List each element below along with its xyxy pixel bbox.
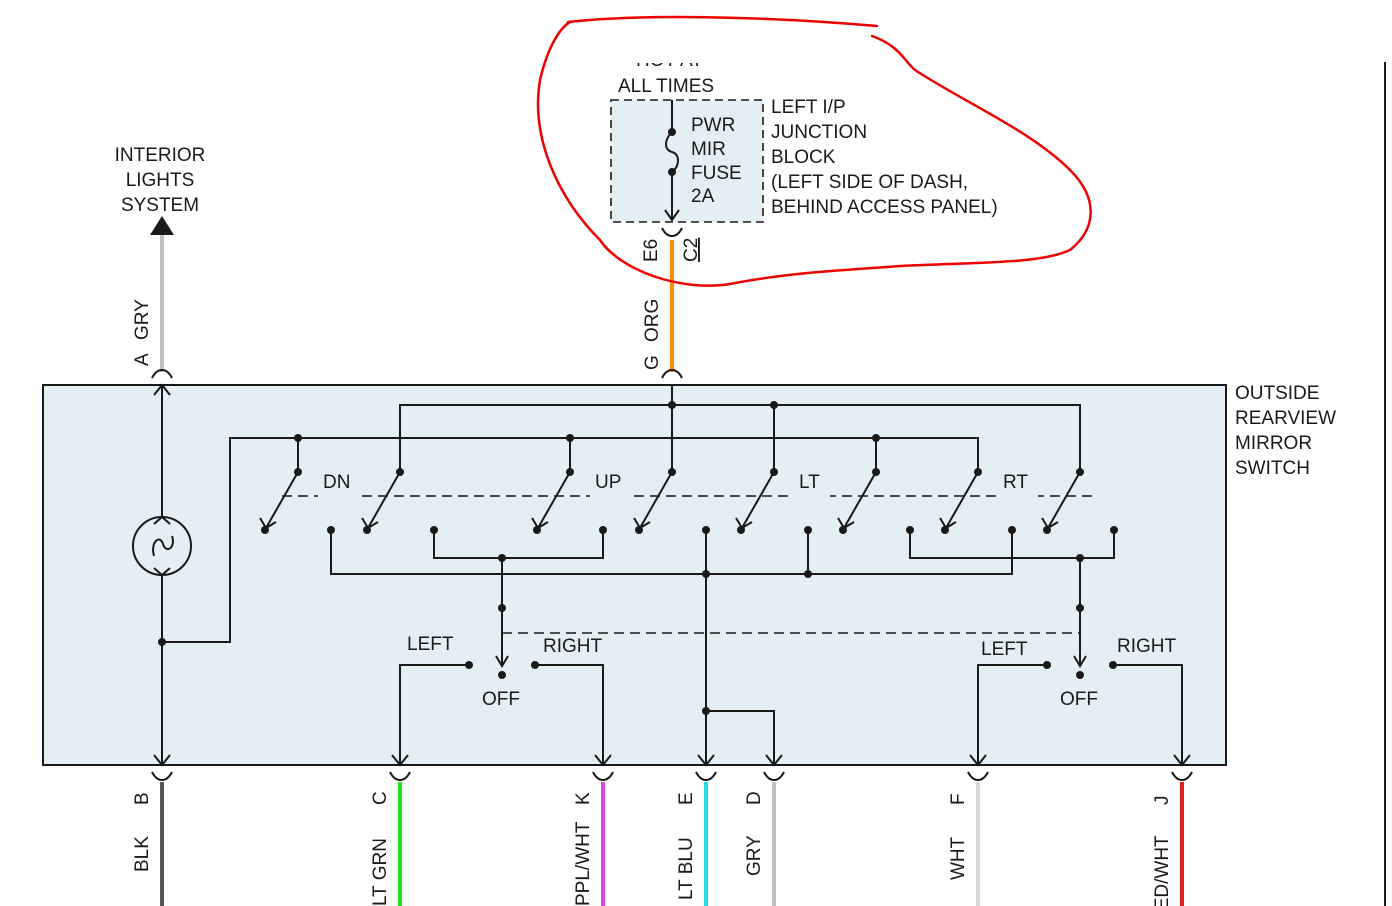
label-bg-up	[590, 470, 630, 500]
clip-mask	[600, 40, 760, 63]
left-selector-off	[498, 671, 506, 679]
connector-c2-icon	[661, 227, 683, 238]
block-label-line-4: (LEFT SIDE OF DASH,	[771, 172, 968, 193]
wire-f-color-label: WHT	[948, 836, 969, 880]
k-arrow-icon	[594, 754, 612, 767]
lamp-circle	[132, 516, 192, 576]
function-rt-label: RT	[1003, 472, 1028, 493]
connector-g-icon	[661, 368, 683, 379]
fuse-icon	[665, 131, 679, 173]
all-times-label: ALL TIMES	[618, 76, 714, 97]
bottom-connector-marks	[151, 771, 1193, 782]
ground-node-up	[566, 434, 574, 442]
label-bg-rt	[998, 470, 1038, 500]
common-node-lt	[804, 570, 812, 578]
j-arrow-icon	[1173, 754, 1191, 767]
c-arrow-icon	[391, 754, 409, 767]
lamp-filament-icon	[152, 535, 174, 557]
wire-c-pin-label: C	[370, 791, 391, 805]
wire-k-color-label: PPL/WHT	[573, 821, 594, 906]
interior-label-line-1: INTERIOR	[115, 145, 206, 166]
up-down-bus	[433, 530, 604, 559]
left-selector-node	[498, 604, 506, 612]
fuse-label-line-1: PWR	[691, 115, 735, 136]
fuse-label-line-3: FUSE	[691, 163, 742, 184]
common-bus	[330, 530, 1013, 575]
lamp-bottom-arrow-icon	[153, 754, 171, 767]
f-arrow-icon	[969, 754, 987, 767]
wire-c-internal	[399, 664, 469, 765]
right-selector-off-label: OFF	[1060, 689, 1098, 710]
switch-label-line-1: OUTSIDE	[1235, 383, 1319, 404]
ground-node-dn	[294, 434, 302, 442]
interior-label-line-3: SYSTEM	[121, 195, 199, 216]
connector-a-icon	[151, 368, 173, 379]
e-arrow-icon	[697, 754, 715, 767]
up-arrow-icon	[150, 216, 174, 235]
lamp-inner-arrows-icon	[153, 515, 171, 577]
block-label-line-2: JUNCTION	[771, 122, 867, 143]
left-selector-arrow-icon	[495, 655, 509, 668]
interior-label-line-2: LIGHTS	[126, 170, 195, 191]
right-selector-node	[1076, 604, 1084, 612]
right-selector-left-label: LEFT	[981, 639, 1028, 660]
label-bg-lt	[794, 470, 830, 500]
wire-f-pin-label: F	[948, 793, 969, 805]
function-up-label: UP	[595, 472, 621, 493]
block-label-line-3: BLOCK	[771, 147, 836, 168]
wire-e-color-label: LT BLU	[676, 837, 697, 900]
function-lt-label: LT	[799, 472, 820, 493]
wire-k-pin-label: K	[573, 792, 594, 805]
wire-j-pin-label: J	[1152, 796, 1173, 806]
left-selector-right-label: RIGHT	[543, 636, 603, 657]
switch-label-line-2: REARVIEW	[1235, 408, 1336, 429]
d-arrow-icon	[765, 754, 783, 767]
block-label-line-5: BEHIND ACCESS PANEL)	[771, 197, 998, 218]
fuse-label-line-4: 2A	[691, 186, 715, 207]
lamp-ground-bus	[162, 437, 979, 643]
wire-k-internal	[535, 664, 604, 765]
switch-label-line-3: MIRROR	[1235, 433, 1312, 454]
left-right-bus	[909, 530, 1115, 559]
red-annotation-circle	[536, 15, 1092, 287]
wire-d-pin-label: D	[744, 791, 765, 805]
ground-node-lt	[872, 434, 880, 442]
wire-a-color-label: GRY	[132, 299, 153, 340]
switch-blades	[259, 471, 1081, 530]
right-selector-off	[1076, 671, 1084, 679]
left-selector-off-label: OFF	[482, 689, 520, 710]
right-selector-right-label: RIGHT	[1117, 636, 1177, 657]
wire-e-pin-label: E	[676, 792, 697, 805]
lamp-top-arrow-icon	[153, 383, 171, 396]
block-label-line-1: LEFT I/P	[771, 97, 846, 118]
wire-g-pin-label: G	[642, 355, 663, 370]
wire-a-pin-label: A	[132, 353, 153, 366]
pin-e6-label: E6	[641, 239, 662, 262]
left-selector-left-label: LEFT	[407, 634, 454, 655]
wire-b-pin-label: B	[132, 792, 153, 805]
switch-label-line-4: SWITCH	[1235, 458, 1310, 479]
label-bg-dn	[318, 470, 358, 500]
wire-g-color-label: ORG	[642, 299, 663, 342]
function-dn-label: DN	[323, 472, 350, 493]
connector-c2-label: C2	[681, 238, 702, 262]
fuse-label-line-2: MIR	[691, 139, 726, 160]
junction-block-box	[610, 99, 764, 223]
wire-j-internal	[1113, 664, 1183, 765]
wire-f-internal	[977, 664, 1047, 765]
common-to-d	[706, 710, 775, 765]
power-bus-top	[399, 404, 1081, 472]
fuse-arrow-icon	[664, 209, 680, 222]
power-node-lt	[770, 401, 778, 409]
wire-c-color-label: LT GRN	[370, 838, 391, 906]
wire-d-color-label: GRY	[744, 835, 765, 876]
right-selector-arrow-icon	[1073, 655, 1087, 668]
wire-b-color-label: BLK	[132, 836, 153, 872]
wire-j-color-label: RED/WHT	[1152, 835, 1173, 906]
